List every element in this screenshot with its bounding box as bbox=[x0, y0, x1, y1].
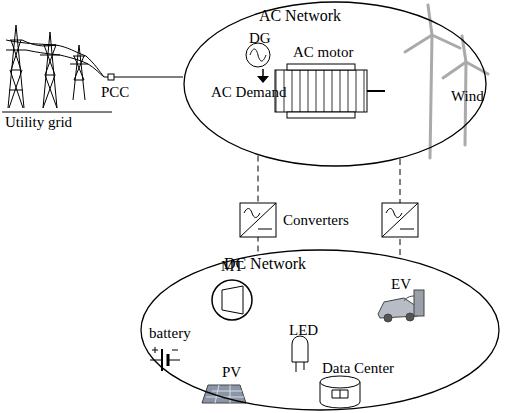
component-label: Wind bbox=[451, 88, 484, 105]
network-ellipse: DC Network bbox=[140, 249, 500, 411]
ellipse-outline bbox=[140, 249, 500, 411]
transmission-towers bbox=[2, 25, 183, 112]
battery-symbol bbox=[150, 347, 180, 371]
led-symbol bbox=[292, 336, 308, 372]
microturbine bbox=[212, 280, 252, 320]
component-label: MT bbox=[221, 258, 244, 275]
component-label: LED bbox=[289, 322, 318, 339]
ev-charger bbox=[378, 290, 424, 322]
component-label: PV bbox=[222, 364, 241, 381]
network-title: AC Network bbox=[259, 7, 341, 25]
component-label: PCC bbox=[101, 84, 129, 101]
component-label: Utility grid bbox=[5, 114, 72, 131]
component-label: Converters bbox=[283, 212, 349, 229]
ac-motor bbox=[275, 64, 385, 118]
component-label: Data Center bbox=[322, 360, 394, 377]
component-label: EV bbox=[391, 276, 411, 293]
demand-arrow bbox=[257, 69, 269, 83]
component-label: battery bbox=[149, 325, 191, 342]
component-label: AC motor bbox=[293, 44, 353, 61]
component-label: DG bbox=[249, 30, 271, 47]
component-label: AC Demand bbox=[211, 84, 286, 101]
generator-symbol bbox=[246, 43, 270, 67]
pv-panel bbox=[202, 385, 246, 403]
data-center bbox=[320, 376, 360, 408]
